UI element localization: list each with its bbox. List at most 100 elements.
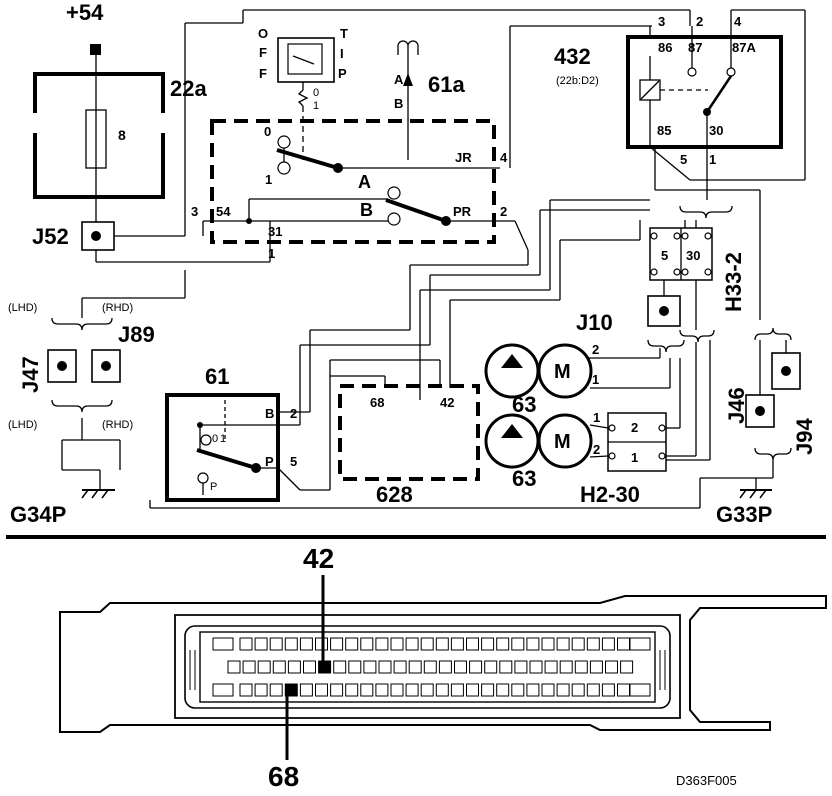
switch-p-label: P (338, 66, 347, 81)
connector-pin (556, 637, 570, 651)
connector-pin (239, 683, 253, 697)
connector-pin (526, 683, 540, 697)
connector-pin (466, 637, 479, 651)
supply-terminal (90, 44, 101, 55)
unit61-1: 1 (220, 433, 226, 445)
connector-pin (239, 637, 253, 651)
connector-pin (227, 660, 241, 674)
switch-pos1-label: 1 (265, 172, 272, 187)
pin-68-callout: 68 (268, 761, 299, 792)
connector-pin (574, 660, 588, 674)
switch-i-label: I (340, 46, 344, 61)
connector-pin (363, 660, 377, 674)
connector-pin (589, 660, 603, 674)
connector-pin (499, 660, 513, 674)
lhd1: (LHD) (8, 302, 37, 314)
pump-bottom: M 63 1 2 (484, 410, 600, 491)
connector-pin (586, 637, 600, 651)
pin-1-label: 1 (268, 246, 275, 261)
motor-bottom-label: M (554, 431, 571, 453)
h33-pin-5: 5 (661, 248, 668, 263)
j47-label: J47 (18, 356, 43, 393)
wiper-switch: 0 1 JR 4 A B PR 2 3 54 31 1 (191, 119, 515, 262)
connector-pin (450, 683, 464, 697)
ecu-label: 628 (376, 482, 413, 507)
connector-pin (586, 683, 600, 697)
switch-pos0-label: 0 (264, 124, 271, 139)
connector-pin (423, 660, 437, 674)
connector-pin (529, 660, 543, 674)
connector-pin (257, 660, 271, 674)
connector-pin (496, 637, 510, 651)
unit61-0: 0 (212, 433, 218, 445)
pump-bottom-1: 1 (593, 410, 600, 425)
pin-3-label: 3 (191, 204, 198, 219)
j52-label: J52 (32, 224, 69, 249)
connector-pin (375, 683, 389, 697)
pump-top-2: 2 (592, 342, 599, 357)
fuse-box-label: 22a (170, 76, 207, 101)
connector-h2-30: 2 1 H2-30 (580, 340, 711, 507)
g34p-label: G34P (10, 502, 66, 527)
ecu-pin-68: 68 (370, 395, 384, 410)
connector-pin (496, 683, 510, 697)
j89-label: J89 (118, 322, 155, 347)
pump-top-label: 63 (512, 392, 536, 417)
rhd1: (RHD) (102, 302, 133, 314)
fuse-box-22a: 8 22a (33, 72, 207, 199)
aerial-a-label: A (394, 72, 404, 87)
pin-42-callout: 42 (303, 543, 334, 574)
pin-54-label: 54 (216, 204, 231, 219)
connector-pin (605, 660, 618, 674)
connector-pin (360, 683, 374, 697)
connector-pin (272, 660, 286, 674)
connector-pin (330, 683, 344, 697)
unit61-5: 5 (290, 454, 297, 469)
unit61-p: P (265, 454, 274, 469)
unit61-pp: P (210, 481, 217, 493)
connector-pin (345, 637, 359, 651)
connector-pin (390, 683, 404, 697)
connector-pin (269, 637, 283, 651)
lhd2: (LHD) (8, 419, 37, 431)
connector-pin (559, 660, 573, 674)
connector-pin (348, 660, 362, 674)
connector-pin (514, 660, 528, 674)
pump-bottom-label: 63 (512, 466, 536, 491)
relay-87a: 87A (732, 40, 756, 55)
connector-pin (526, 637, 540, 651)
relay-5: 5 (680, 152, 687, 167)
connector-pin (601, 683, 615, 697)
switch-f2-label: F (259, 66, 267, 81)
connector-pin (284, 637, 298, 651)
connector-pin (254, 683, 268, 697)
connector-j10: J10 (576, 280, 715, 343)
h2-pin-1b: 1 (631, 450, 638, 465)
connector-pin (345, 683, 359, 697)
connector-pin (435, 637, 449, 651)
connector-pin (481, 683, 495, 697)
ecu-628: 68 42 628 (330, 375, 480, 507)
switch-1-label: 1 (313, 100, 319, 112)
connector-pin (393, 660, 407, 674)
jr-pin-label: 4 (500, 150, 508, 165)
connector-pin (556, 683, 570, 697)
connector-pin (333, 660, 347, 674)
connector-pin (375, 637, 389, 651)
connector-j46-j94: J46 J94 G33P (700, 327, 817, 527)
connector-pin (469, 660, 483, 674)
h2-pin-2a: 2 (631, 420, 638, 435)
connector-pin (360, 637, 374, 651)
h33-label: H33-2 (721, 252, 746, 312)
g33p-label: G33P (716, 502, 772, 527)
connector-pin (303, 660, 316, 674)
connector-pin (390, 637, 404, 651)
j94-label: J94 (792, 418, 817, 455)
connector-pin (287, 660, 301, 674)
relay-ref: (22b:D2) (556, 75, 599, 87)
switch-t-label: T (340, 26, 348, 41)
pr-label: PR (453, 204, 472, 219)
connector-pin (299, 637, 313, 651)
connector-pin (484, 660, 498, 674)
